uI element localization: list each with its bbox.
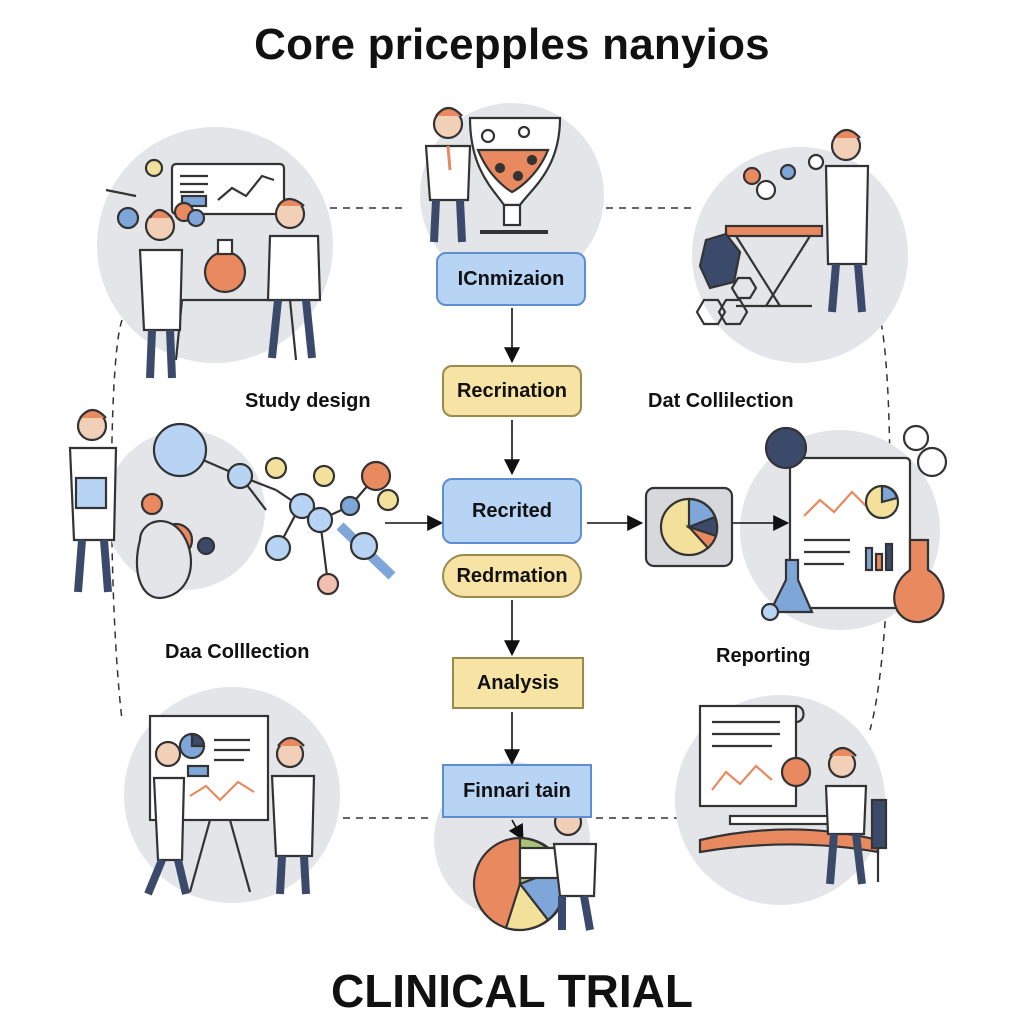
- label-data-collection-top: Dat Collilection: [648, 390, 794, 412]
- diagram-footer: CLINICAL TRIAL: [330, 965, 693, 1017]
- flow-step-5: Analysis: [452, 657, 584, 709]
- diagram-title: Core pricepples nanyios: [254, 20, 770, 69]
- label-data-collection-left: Daa Colllection: [165, 641, 310, 663]
- data-collection-left-scene: [144, 714, 316, 896]
- flow-step-2: Recrination: [442, 365, 582, 417]
- data-collection-top-scene: [695, 128, 870, 326]
- flow-step-1: ICnmizaion: [436, 252, 586, 306]
- flow-step-4: Redrmation: [442, 554, 582, 598]
- flow-step-3: Recrited: [442, 478, 582, 544]
- study-design-scene: [105, 158, 322, 379]
- label-study-design: Study design: [245, 390, 371, 412]
- molecules-scene: [68, 408, 400, 600]
- top-center-scene: [424, 106, 562, 243]
- reporting-scene: [760, 424, 948, 624]
- flow-arrows: [385, 308, 790, 841]
- pie-chart-box: [644, 486, 734, 568]
- label-reporting: Reporting: [716, 645, 811, 667]
- flow-step-6: Finnari tain: [442, 764, 592, 818]
- bottom-right-scene: [698, 704, 888, 885]
